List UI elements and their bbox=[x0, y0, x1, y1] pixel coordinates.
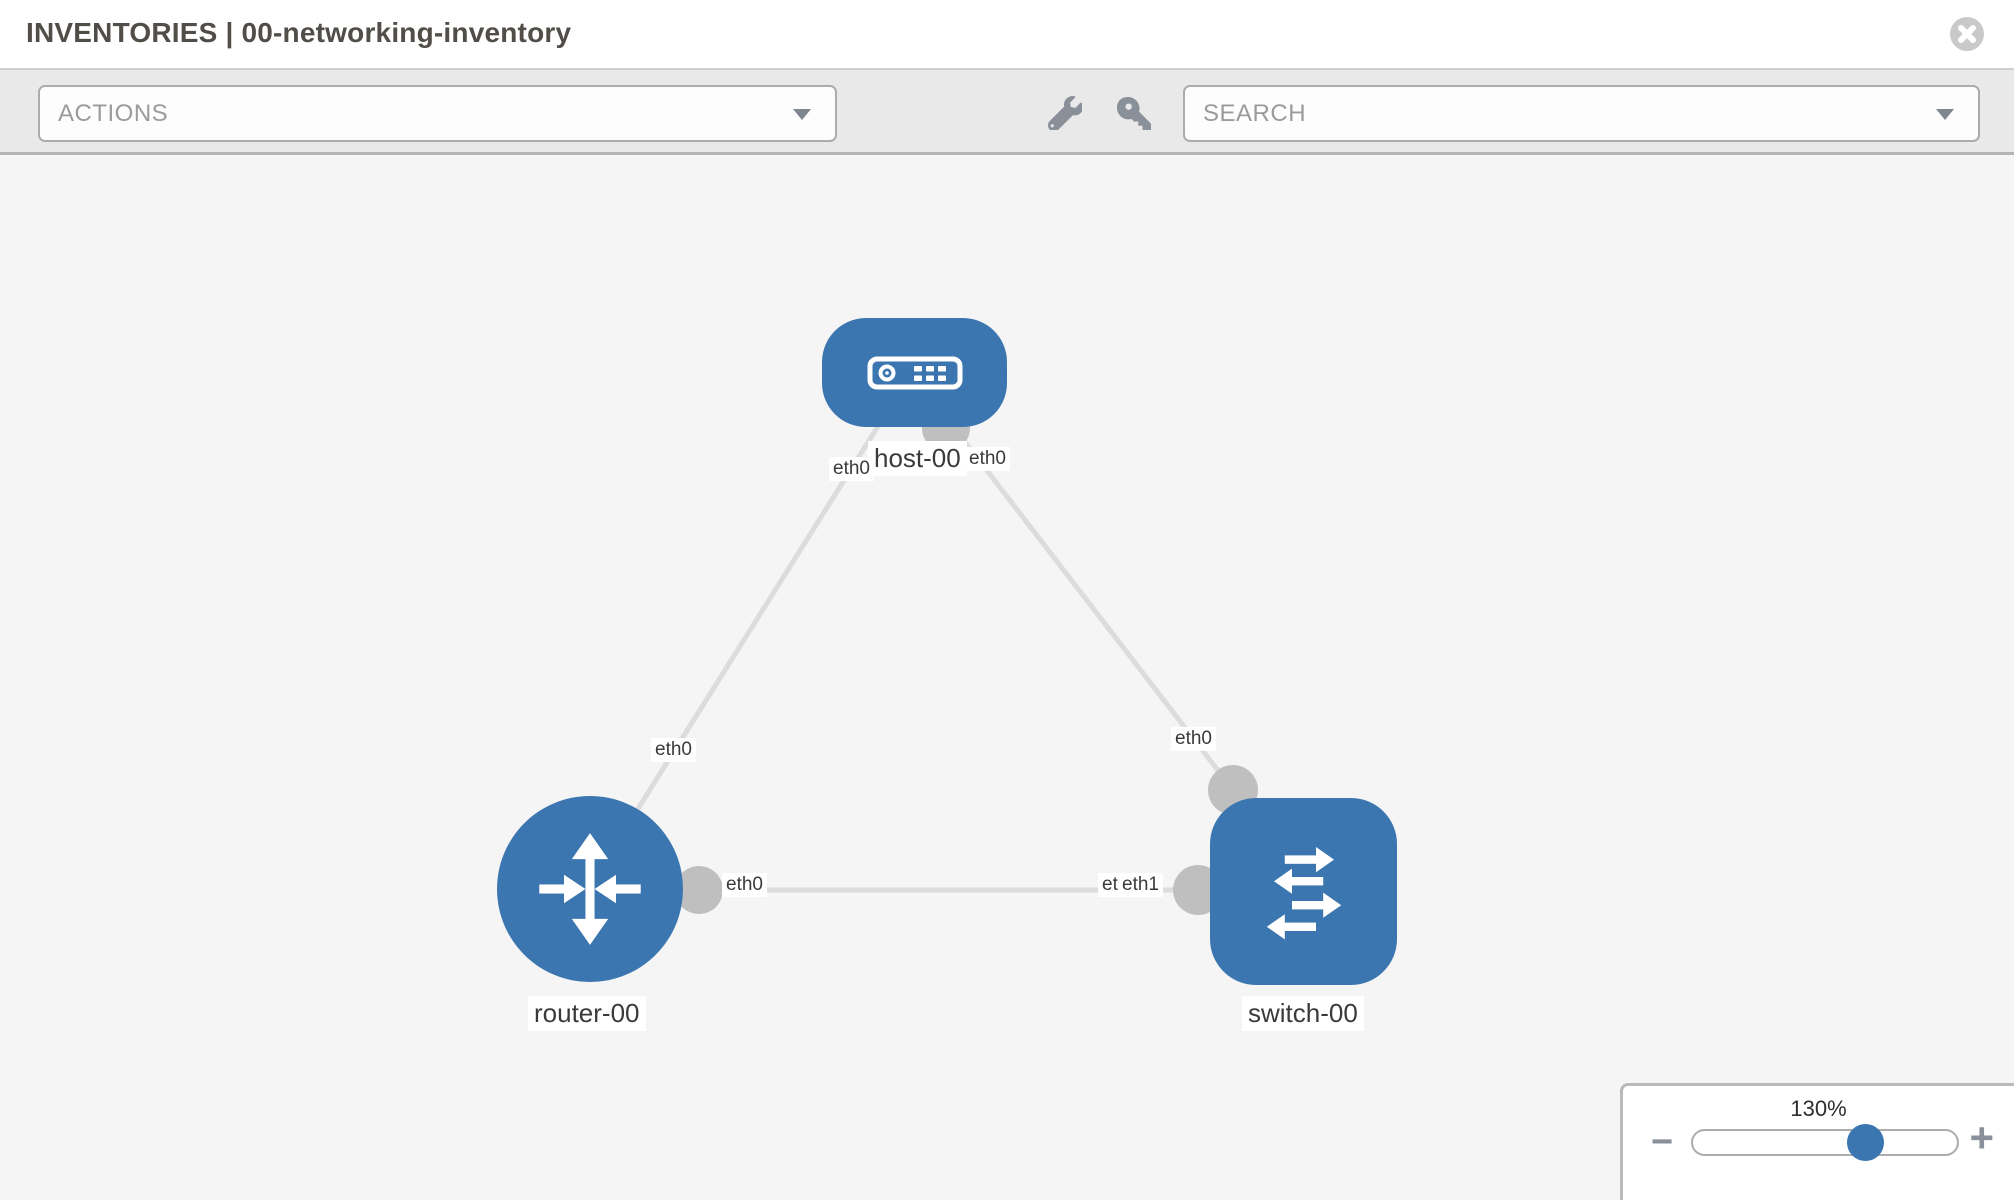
interface-label-host-eth0-to-router: eth0 bbox=[829, 457, 874, 481]
actions-dropdown[interactable]: ACTIONS bbox=[38, 85, 837, 142]
close-icon bbox=[1958, 25, 1976, 43]
zoom-slider-handle[interactable] bbox=[1847, 1124, 1884, 1161]
actions-dropdown-label: ACTIONS bbox=[58, 100, 169, 127]
search-placeholder: SEARCH bbox=[1203, 100, 1307, 127]
node-router-00[interactable] bbox=[497, 796, 683, 982]
zoom-slider-track[interactable] bbox=[1691, 1124, 1959, 1161]
toolbar: ACTIONS SEARCH bbox=[0, 70, 2014, 155]
chevron-down-icon bbox=[793, 109, 811, 120]
host-icon bbox=[867, 356, 962, 389]
router-icon bbox=[539, 833, 641, 945]
credentials-button[interactable] bbox=[1117, 96, 1151, 130]
zoom-in-button[interactable]: + bbox=[1969, 1114, 1994, 1161]
chevron-down-icon bbox=[1936, 109, 1954, 120]
search-dropdown[interactable]: SEARCH bbox=[1183, 85, 1980, 142]
close-button[interactable] bbox=[1950, 17, 1984, 51]
interface-label-host-eth0-to-switch: eth0 bbox=[965, 447, 1010, 471]
zoom-level-label: 130% bbox=[1790, 1096, 1847, 1121]
node-label-router-00: router-00 bbox=[528, 996, 646, 1031]
switch-icon bbox=[1266, 846, 1341, 939]
node-switch-00[interactable] bbox=[1210, 798, 1397, 985]
zoom-control-panel: 130% − + bbox=[1620, 1083, 2014, 1200]
wrench-icon bbox=[1047, 96, 1084, 132]
interface-label-switch-eth1-to-router: eth1 bbox=[1118, 873, 1163, 897]
interface-label-router-eth0-to-switch: eth0 bbox=[722, 873, 767, 897]
header-bar: INVENTORIES | 00-networking-inventory bbox=[0, 0, 2014, 70]
connector-router-right bbox=[675, 866, 723, 914]
node-label-switch-00: switch-00 bbox=[1242, 996, 1364, 1031]
key-icon bbox=[1117, 96, 1151, 130]
page-title: INVENTORIES | 00-networking-inventory bbox=[26, 17, 572, 48]
topology-edges-layer bbox=[633, 404, 1258, 915]
zoom-out-button[interactable]: − bbox=[1651, 1121, 1674, 1163]
interface-label-switch-eth0-to-host: eth0 bbox=[1171, 727, 1216, 751]
node-host-00[interactable] bbox=[822, 318, 1007, 427]
node-label-host-00: host-00 bbox=[868, 441, 967, 476]
topology-canvas[interactable]: host-00 router-00 switch-00 eth0 eth0 et… bbox=[0, 155, 2014, 1200]
configure-button[interactable] bbox=[1047, 96, 1084, 132]
interface-label-router-eth0-to-host: eth0 bbox=[651, 738, 696, 762]
